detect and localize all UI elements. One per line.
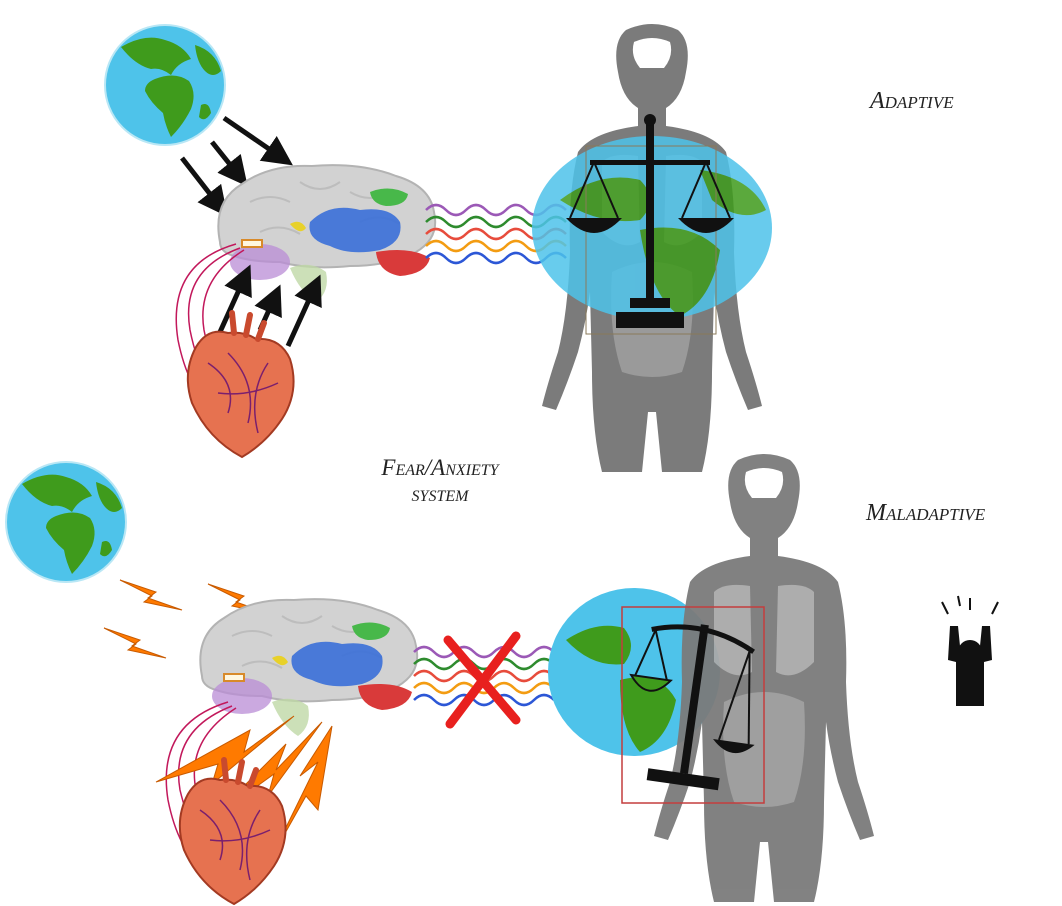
label-fear-line2: system — [330, 481, 550, 507]
label-maladaptive: Maladaptive — [866, 500, 985, 527]
label-fear-anxiety-system: Fear/Anxiety system — [330, 455, 550, 507]
maladaptive-panel — [6, 454, 998, 904]
adaptive-panel — [105, 24, 772, 472]
label-fear-line1: Fear/Anxiety — [330, 455, 550, 481]
distressed-person-icon — [942, 596, 998, 706]
lightning-icon — [120, 580, 182, 610]
globe-icon — [6, 462, 126, 582]
heart-icon — [180, 760, 286, 904]
blocked-cross — [448, 636, 516, 724]
heart-icon — [188, 313, 294, 457]
lightning-icon — [104, 628, 166, 658]
label-adaptive: Adaptive — [870, 88, 954, 115]
brain-icon — [200, 599, 417, 736]
globe-icon — [105, 25, 225, 145]
brain-icon — [218, 165, 435, 302]
